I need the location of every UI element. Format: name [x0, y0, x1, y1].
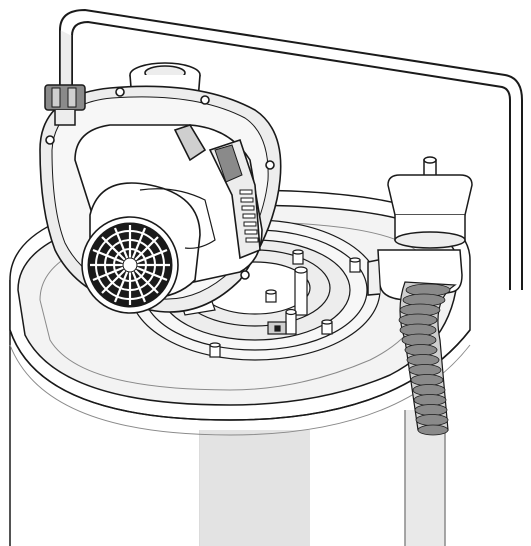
- pipe-fitting-nut: [44, 84, 86, 126]
- stud-3: [349, 257, 361, 273]
- stud-2: [321, 319, 333, 335]
- housing-screws: [45, 87, 275, 280]
- stud-4: [292, 249, 304, 265]
- air-intake-grille: [81, 216, 179, 314]
- stud-5: [265, 289, 277, 303]
- back-panel-frame: [59, 8, 523, 546]
- motor-connector: [208, 138, 261, 260]
- corrugated-hose: [398, 281, 457, 436]
- stud-1: [209, 342, 221, 358]
- air-vent-valve: [367, 156, 473, 301]
